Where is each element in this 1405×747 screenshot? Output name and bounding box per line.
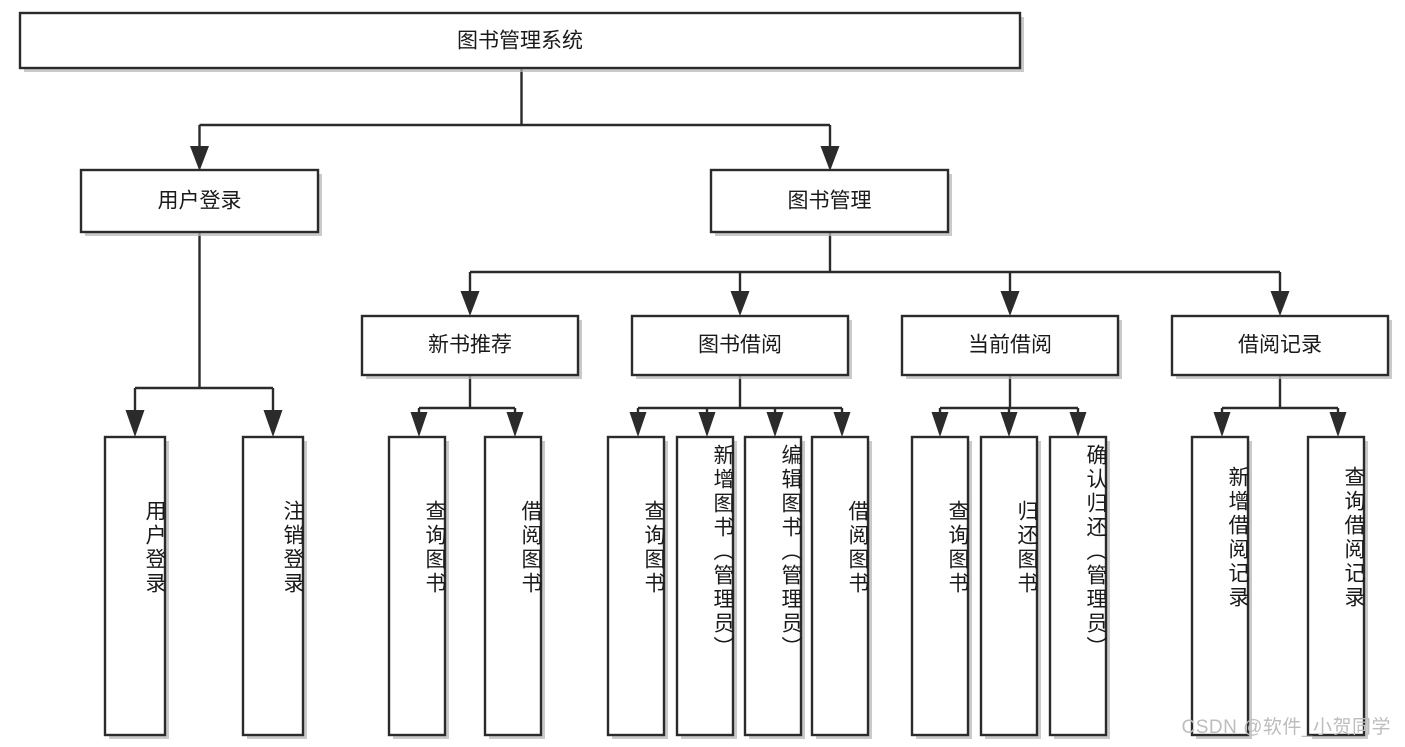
node-leaf-add-record[interactable] xyxy=(1190,435,1252,739)
arrow-head-leaf-user-logout xyxy=(263,410,283,437)
arrow-head-new-book-recommend xyxy=(460,291,480,316)
leaf-query-book-2-box xyxy=(606,435,666,737)
root-label: 图书管理系统 xyxy=(457,30,583,53)
node-new-book-recommend[interactable]: 新书推荐 xyxy=(360,314,582,379)
connector-layer xyxy=(125,68,1347,437)
arrow-head-borrow-record xyxy=(1270,291,1290,316)
node-current-borrow[interactable]: 当前借阅 xyxy=(900,314,1122,379)
book-manage-label: 图书管理 xyxy=(788,190,872,213)
leaf-edit-book-box xyxy=(743,435,803,737)
root-box xyxy=(18,11,1022,70)
arrow-head-leaf-return-book xyxy=(1000,412,1018,437)
watermark-text: CSDN @软件_小贺同学 xyxy=(1181,717,1391,738)
arrow-head-leaf-confirm-return xyxy=(1069,412,1087,437)
node-book-manage[interactable]: 图书管理 xyxy=(709,168,952,236)
book-manage-box xyxy=(709,168,950,234)
node-leaf-return-book[interactable] xyxy=(979,435,1041,739)
arrow-head-leaf-query-book-1 xyxy=(410,412,428,437)
leaf-boxes-layer xyxy=(103,435,1368,739)
current-borrow-box xyxy=(900,314,1120,377)
arrow-head-leaf-add-record xyxy=(1213,412,1231,437)
leaf-query-book-1-box xyxy=(387,435,447,737)
leaf-return-book-box xyxy=(979,435,1039,737)
borrow-record-box xyxy=(1170,314,1390,377)
leaf-add-book-box xyxy=(675,435,735,737)
node-leaf-user-logout[interactable] xyxy=(241,435,307,739)
node-leaf-edit-book[interactable] xyxy=(743,435,805,739)
node-user-login[interactable]: 用户登录 xyxy=(79,168,322,236)
node-leaf-borrow-book-1[interactable] xyxy=(483,435,545,739)
arrow-head-leaf-query-book-3 xyxy=(931,412,949,437)
node-leaf-query-book-1[interactable] xyxy=(387,435,449,739)
arrow-head-leaf-borrow-book-2 xyxy=(833,412,851,437)
current-borrow-label: 当前借阅 xyxy=(968,334,1052,357)
arrow-head-book-borrow xyxy=(730,291,750,316)
node-leaf-query-book-3[interactable] xyxy=(910,435,972,739)
leaf-user-logout-box xyxy=(241,435,305,737)
new-book-recommend-label: 新书推荐 xyxy=(428,334,512,357)
node-borrow-record[interactable]: 借阅记录 xyxy=(1170,314,1392,379)
leaf-query-record-box xyxy=(1306,435,1366,737)
leaf-user-login-box xyxy=(103,435,167,737)
user-login-box xyxy=(79,168,320,234)
node-leaf-user-login[interactable] xyxy=(103,435,169,739)
arrow-head-leaf-add-book xyxy=(698,412,716,437)
arrow-head-leaf-edit-book xyxy=(766,412,784,437)
arrow-head-leaf-query-record xyxy=(1329,412,1347,437)
node-leaf-borrow-book-2[interactable] xyxy=(810,435,872,739)
book-borrow-box xyxy=(630,314,850,377)
node-leaf-confirm-return[interactable] xyxy=(1048,435,1110,739)
node-book-borrow[interactable]: 图书借阅 xyxy=(630,314,852,379)
borrow-record-label: 借阅记录 xyxy=(1238,334,1322,357)
node-leaf-query-record[interactable] xyxy=(1306,435,1368,739)
leaf-confirm-return-box xyxy=(1048,435,1108,737)
arrow-head-current-borrow xyxy=(1000,291,1020,316)
arrow-head-book-manage xyxy=(820,146,840,171)
leaf-borrow-book-2-box xyxy=(810,435,870,737)
arrow-head-leaf-query-book-2 xyxy=(629,412,647,437)
arrow-head-leaf-borrow-book-1 xyxy=(506,412,524,437)
node-leaf-add-book[interactable] xyxy=(675,435,737,739)
book-borrow-label: 图书借阅 xyxy=(698,334,782,357)
arrow-head-leaf-user-login xyxy=(125,410,145,437)
node-root[interactable]: 图书管理系统 xyxy=(18,11,1024,72)
leaf-query-book-3-box xyxy=(910,435,970,737)
arrow-head-user-login xyxy=(190,146,209,171)
node-leaf-query-book-2[interactable] xyxy=(606,435,668,739)
leaf-add-record-box xyxy=(1190,435,1250,737)
new-book-recommend-box xyxy=(360,314,580,377)
leaf-borrow-book-1-box xyxy=(483,435,543,737)
user-login-label: 用户登录 xyxy=(158,190,242,213)
